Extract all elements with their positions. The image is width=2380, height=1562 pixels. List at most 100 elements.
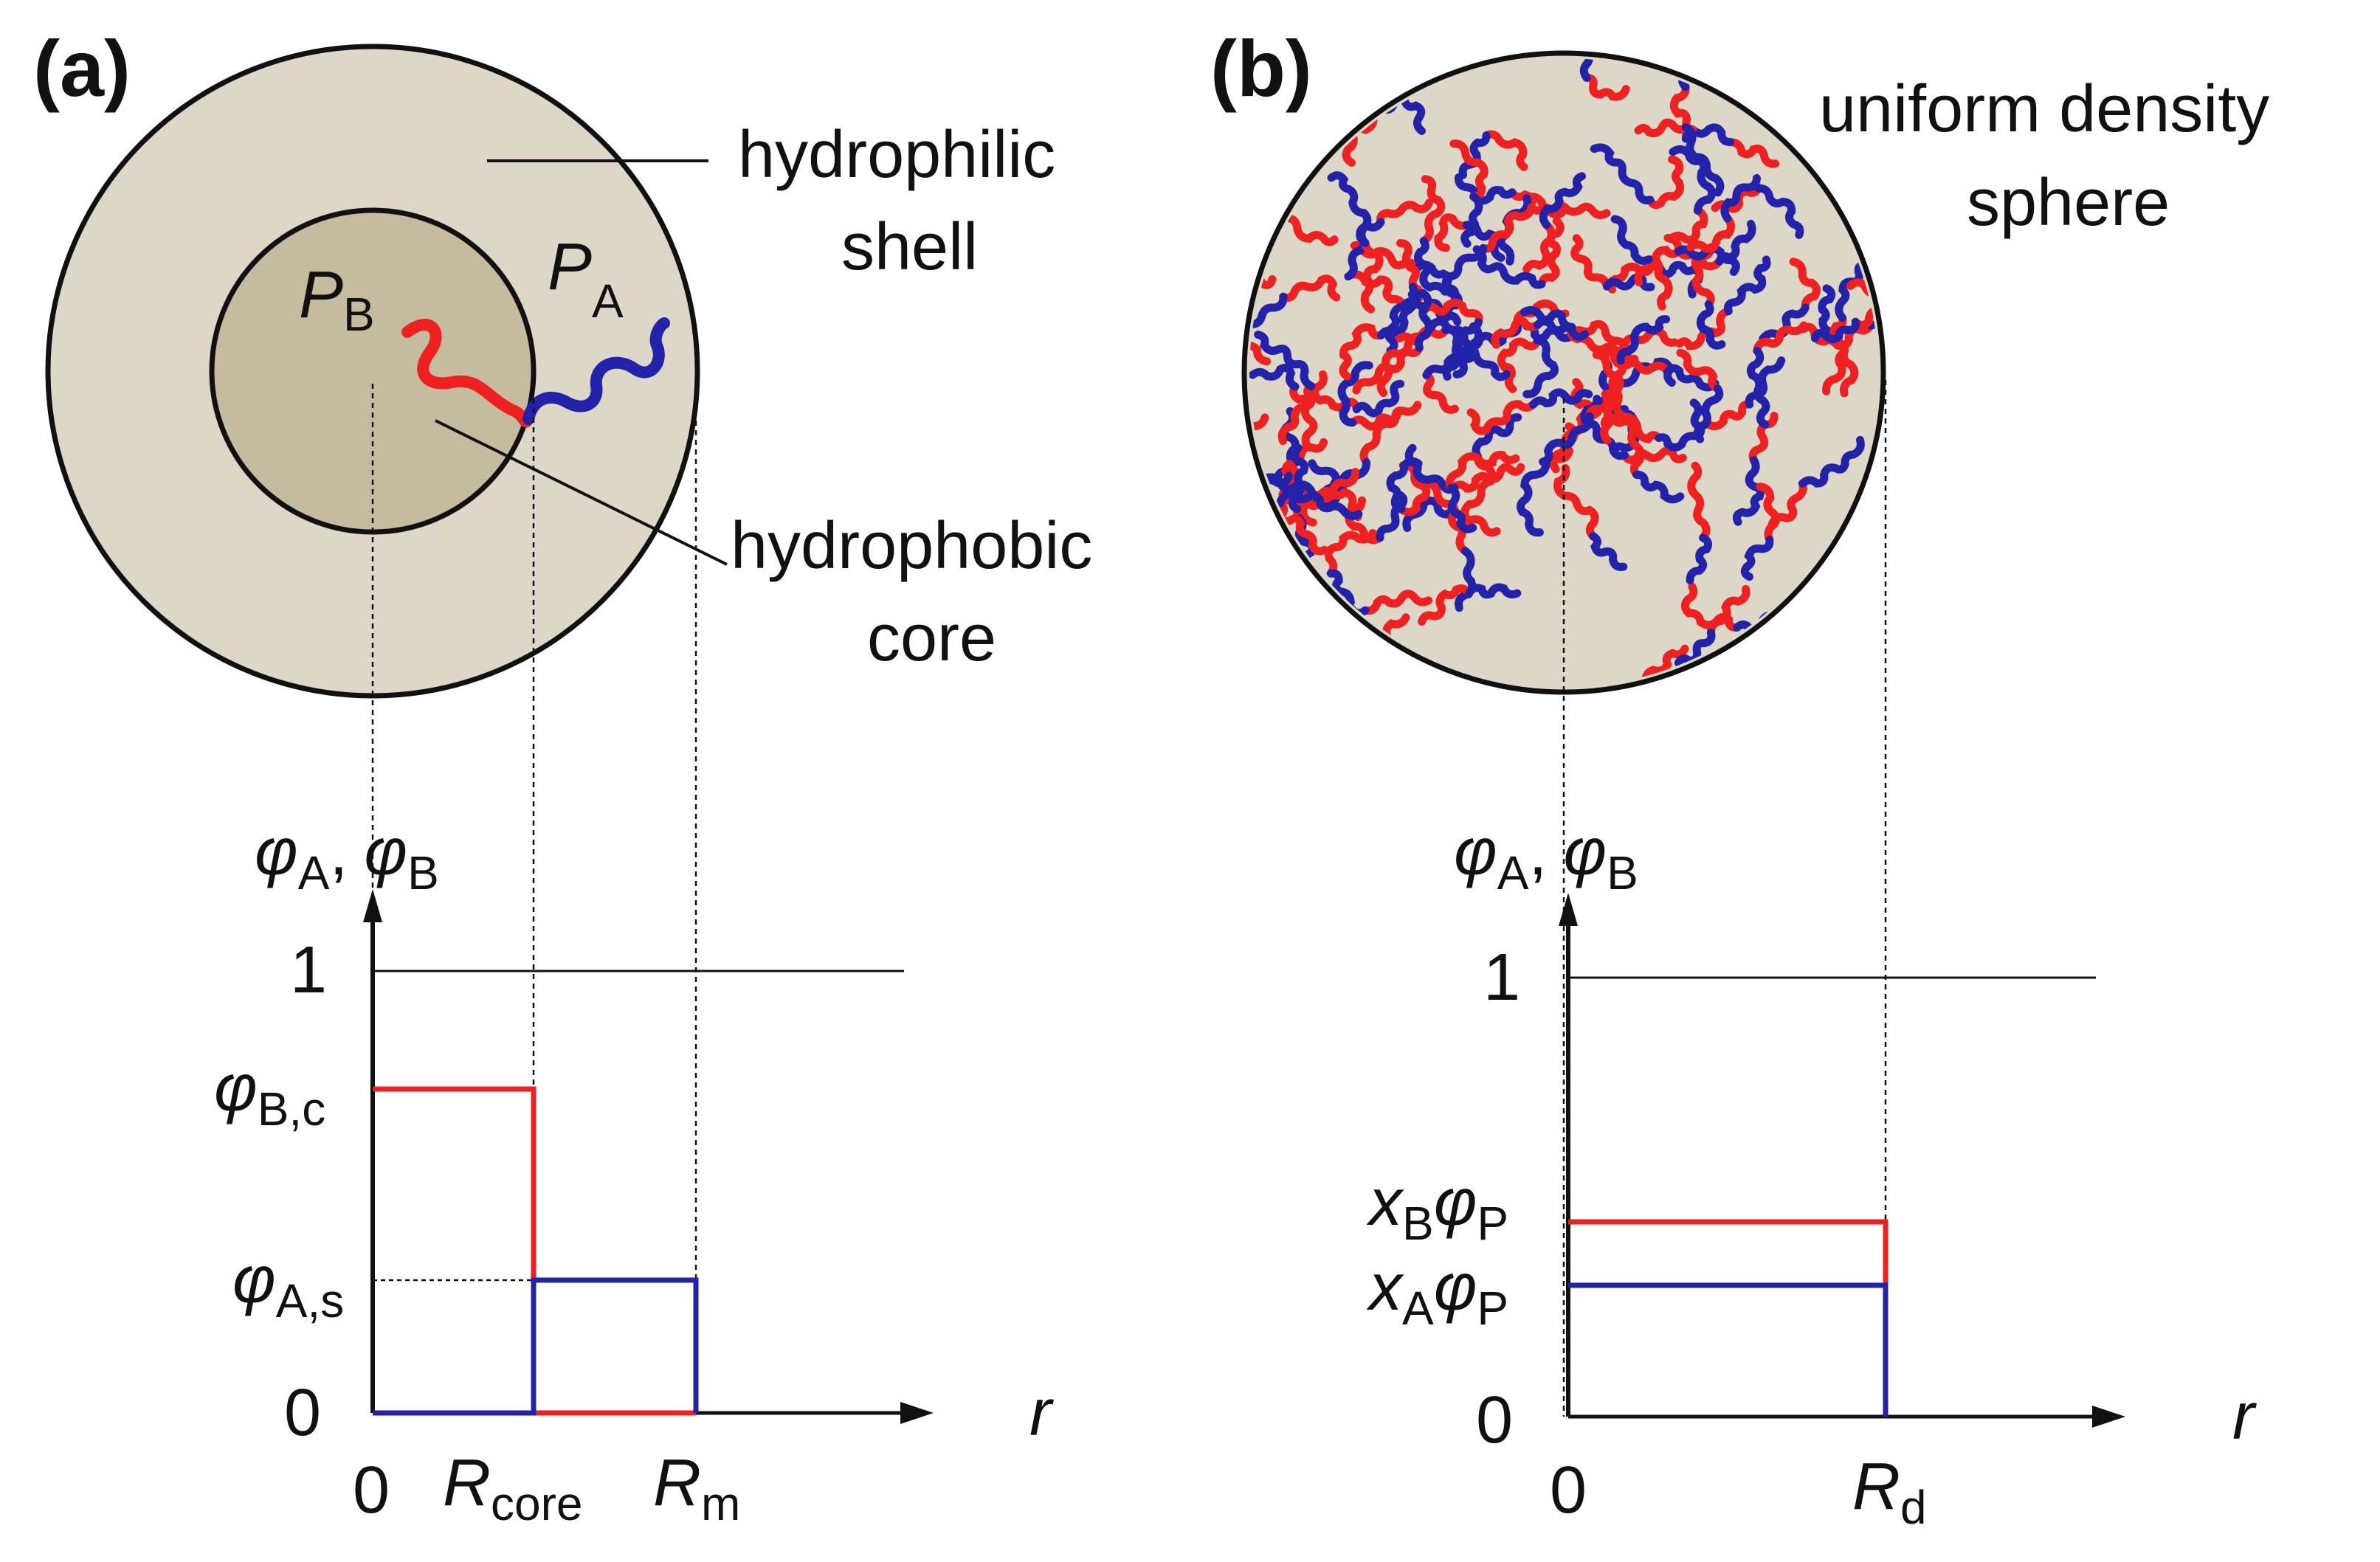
chain-block-b-segment <box>1676 348 1722 393</box>
core-label-line1: hydrophobic <box>731 509 1092 583</box>
chain-block-b-segment <box>1339 323 1385 381</box>
chain-block-a-segment <box>1818 284 1836 336</box>
chain-block-a-segment <box>1376 490 1408 542</box>
chain-block-b-segment <box>1449 139 1489 201</box>
phi-a-profile-line-b <box>1568 1282 1889 1417</box>
chain-block-b-segment <box>1582 73 1630 101</box>
y-axis-arrowhead <box>363 889 382 922</box>
chain-block-b-segment <box>1376 198 1433 227</box>
chain-block-b-segment <box>1726 138 1780 168</box>
x-axis-label-b: r <box>2232 1380 2257 1454</box>
chain-block-a-segment <box>1458 131 1491 179</box>
tick-label-phi-a-s: φA,s <box>232 1243 344 1327</box>
chain-block-a-segment <box>1616 315 1671 365</box>
p-b-label: PB <box>299 258 375 341</box>
chain-block-b-segment <box>1646 155 1684 210</box>
chain-block-b-segment <box>1601 390 1663 443</box>
shell-label-line2: shell <box>841 210 978 284</box>
chain-block-a-segment <box>1455 547 1477 612</box>
chain-block-b-segment <box>1293 486 1362 522</box>
chain-block-a-segment <box>1276 490 1363 520</box>
chain-block-b-segment <box>1666 206 1708 244</box>
chain-block-b-segment <box>1279 274 1341 303</box>
phi-a-profile-line <box>373 1277 699 1416</box>
chain-block-a-segment <box>1249 178 1291 223</box>
chain-block-b-segment <box>1634 118 1690 138</box>
y-axis-label-b: φA,φB <box>1454 815 1638 899</box>
chain-block-b-segment <box>1249 328 1272 366</box>
tick-label-one-b: 1 <box>1483 941 1520 1015</box>
chain-block-a-segment <box>1520 305 1576 331</box>
tick-label-one: 1 <box>290 933 327 1007</box>
chain-block-b-segment <box>1479 203 1536 253</box>
chain-block-b-segment <box>1686 214 1735 253</box>
chain-block-a-segment <box>1810 317 1860 343</box>
chain-block-a-segment <box>1325 637 1371 667</box>
chain-block-a-segment <box>1759 303 1810 343</box>
tick-label-zero-x-b: 0 <box>1550 1454 1587 1527</box>
chain-block-a-segment <box>1602 273 1655 291</box>
chain-block-a-segment <box>1754 184 1804 239</box>
chain-block-b-segment <box>1753 321 1808 355</box>
chain-block-a-segment <box>1384 296 1421 355</box>
phi-b-profile-line-b <box>1568 1219 1889 1285</box>
chain-block-a-segment <box>1835 260 1869 322</box>
chain-block-b-segment <box>1449 463 1525 493</box>
panel-b: (b) uniform density sphere φA,φB 1 xBφP … <box>1176 24 2269 1534</box>
chain-block-a-segment <box>1408 283 1433 352</box>
chain-block-a-segment <box>1413 237 1449 296</box>
chain-block-b-segment <box>1352 343 1424 395</box>
panel-a-label: (a) <box>33 24 131 113</box>
chain-block-b-segment <box>1687 461 1711 542</box>
chain-block-a-segment <box>1452 318 1483 379</box>
chain-block-a-segment <box>1441 243 1488 303</box>
chain-block-b-segment <box>1249 240 1277 289</box>
chain-block-b-segment <box>1324 529 1377 578</box>
chain-block-b-segment <box>1361 590 1433 615</box>
tick-label-zero-x: 0 <box>353 1454 390 1527</box>
chain-block-b-segment <box>1748 412 1779 465</box>
chain-block-b-segment <box>1537 217 1565 288</box>
chain-block-a-segment <box>1724 255 1771 316</box>
chain-block-b-segment <box>1281 438 1328 480</box>
chain-block-a-segment <box>1426 317 1469 381</box>
chain-block-b-segment <box>1359 401 1422 467</box>
chain-block-a-segment <box>1674 629 1716 667</box>
chain-block-b-segment <box>1418 584 1473 626</box>
panel-b-profile-plot: φA,φB 1 xBφP xAφP 0 r 0 Rd <box>1366 815 2257 1534</box>
chain-block-b-segment <box>1641 644 1689 687</box>
core-label-line2: core <box>867 601 996 675</box>
chain-block-a-segment <box>1454 173 1517 205</box>
core-leader-line <box>435 419 728 566</box>
chain-block-a-segment <box>1176 306 1221 341</box>
chain-block-a-segment <box>1386 457 1423 514</box>
chain-block-b-segment <box>1422 371 1459 414</box>
chain-block-b-segment <box>1482 130 1528 171</box>
tick-label-r-d: Rd <box>1852 1450 1927 1534</box>
tick-label-r-m: Rm <box>653 1446 740 1530</box>
chain-block-a-segment <box>1441 325 1511 381</box>
x-axis-arrowhead <box>900 1402 934 1424</box>
chain-block-b-segment <box>1491 317 1542 349</box>
chain-block-a-segment <box>1720 174 1761 223</box>
chain-block-a-segment <box>1732 456 1765 526</box>
chain-block-a-segment <box>1464 583 1522 599</box>
chain-block-b-segment <box>1277 381 1316 446</box>
chain-block-b-segment <box>1445 450 1520 493</box>
chain-block-b-segment <box>1846 278 1878 329</box>
chain-block-a-segment <box>1249 292 1288 339</box>
panel-a: (a) PB PA hydrophilic shell hydrophobic … <box>33 24 1092 1530</box>
tick-label-zero-y-b: 0 <box>1476 1383 1513 1457</box>
chain-block-b-segment <box>1466 400 1538 435</box>
chain-block-a-segment <box>1517 459 1551 537</box>
chain-block-a-segment <box>1529 388 1593 409</box>
chain-block-b-segment <box>1282 214 1339 246</box>
hydrophilic-block-a-chain <box>522 317 670 425</box>
chain-block-a-segment <box>1221 196 1237 243</box>
chain-block-a-segment <box>1539 412 1594 466</box>
chain-block-a-segment <box>1686 533 1713 584</box>
chain-block-a-segment <box>1404 443 1458 494</box>
copolymer-chains-group <box>1176 58 1878 687</box>
chain-block-b-segment <box>1360 238 1384 314</box>
chain-block-b-segment <box>1822 314 1849 395</box>
